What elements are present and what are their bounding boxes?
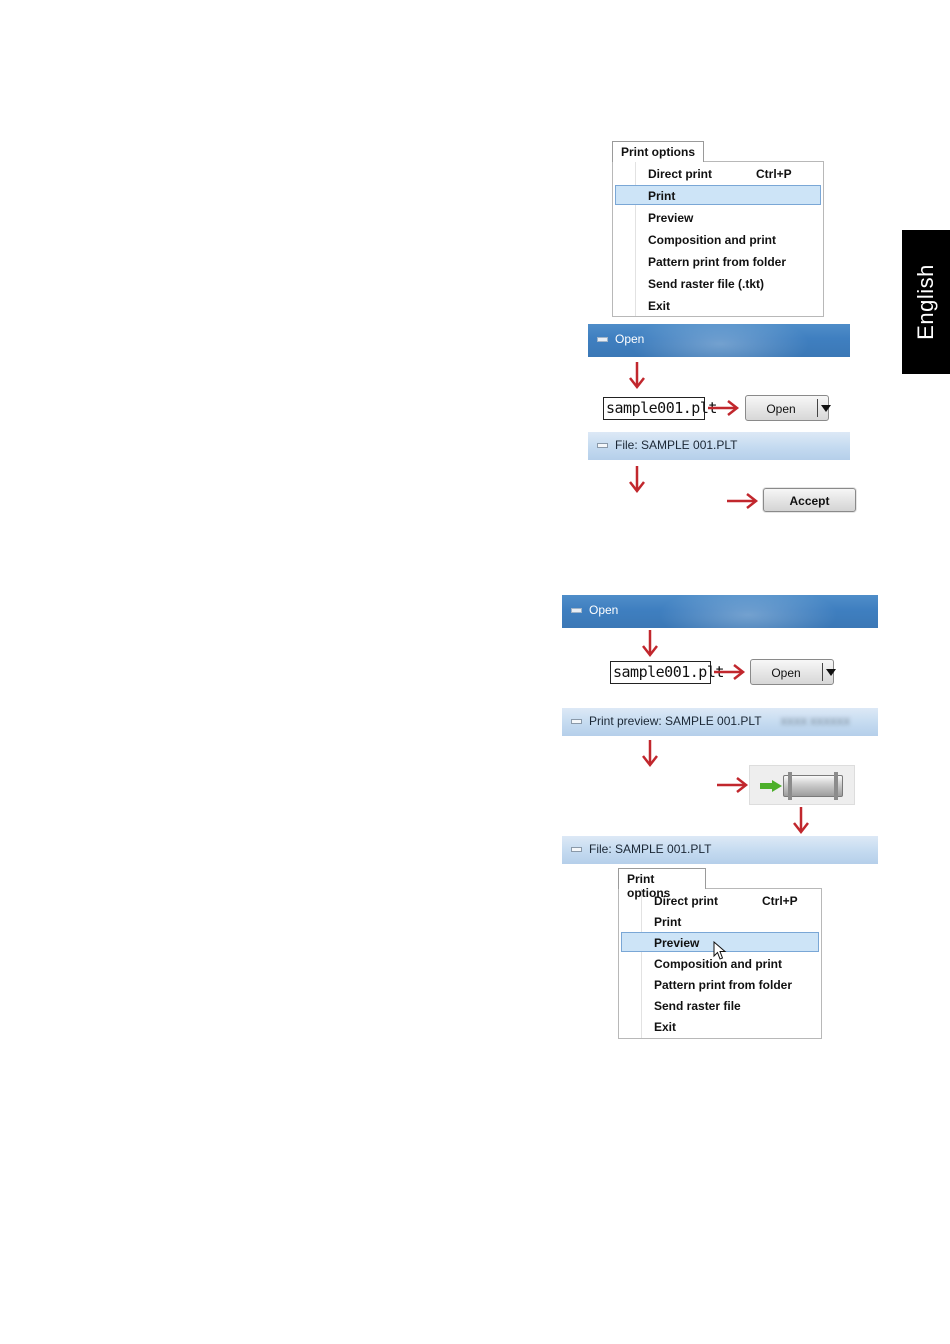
menu-item-send-raster-file[interactable]: Send raster file xyxy=(621,995,819,1015)
print-options-tab-label: Print options xyxy=(621,145,695,159)
menu-item-exit[interactable]: Exit xyxy=(615,295,821,315)
menu-item-label: Preview xyxy=(648,211,694,225)
menu-item-preview[interactable]: Preview xyxy=(615,207,821,227)
red-arrow-icon xyxy=(642,740,658,768)
filename-value: sample001.plt xyxy=(613,663,724,681)
print-options-menu: Direct print Ctrl+P Print Preview Compos… xyxy=(618,888,822,1039)
menu-item-label: Print xyxy=(648,189,676,203)
red-arrow-icon xyxy=(629,466,645,494)
pointer-cursor-icon xyxy=(713,941,727,960)
file-window-titlebar: File: SAMPLE 001.PLT xyxy=(588,432,850,460)
menu-item-print[interactable]: Print xyxy=(621,911,819,931)
window-menu-icon[interactable] xyxy=(571,608,582,613)
open-button-label: Open xyxy=(771,666,801,680)
menu-item-shortcut: Ctrl+P xyxy=(762,894,798,908)
open-dialog-title: Open xyxy=(589,603,619,617)
menu-item-label: Composition and print xyxy=(654,957,782,971)
open-button[interactable]: Open xyxy=(750,659,836,685)
red-arrow-icon xyxy=(714,664,746,680)
menu-item-label: Print xyxy=(654,915,682,929)
window-menu-icon[interactable] xyxy=(597,337,608,342)
red-arrow-icon xyxy=(708,400,740,416)
red-arrow-icon xyxy=(793,807,809,835)
red-arrow-icon xyxy=(717,777,749,793)
green-arrow-icon xyxy=(760,780,782,792)
titlebar-glow xyxy=(630,324,810,357)
menu-item-composition-and-print[interactable]: Composition and print xyxy=(615,229,821,249)
menu-item-label: Pattern print from folder xyxy=(654,978,793,992)
file-window-title: File: SAMPLE 001.PLT xyxy=(615,438,738,452)
print-preview-title: Print preview: SAMPLE 001.PLT xyxy=(589,714,762,728)
filename-value: sample001.plt xyxy=(606,399,717,417)
menu-item-label: Preview xyxy=(654,936,700,950)
menu-item-composition-and-print[interactable]: Composition and print xyxy=(621,953,819,973)
menu-item-print[interactable]: Print xyxy=(615,185,821,205)
filename-field[interactable]: sample001.plt xyxy=(603,397,717,420)
menu-item-direct-print[interactable]: Direct print Ctrl+P xyxy=(621,890,819,910)
print-options-tab-label: Print options xyxy=(627,872,671,900)
red-arrow-icon xyxy=(629,362,645,390)
menu-item-label: Pattern print from folder xyxy=(648,255,787,269)
open-button[interactable]: Open xyxy=(745,395,831,421)
open-button-label: Open xyxy=(766,402,796,416)
menu-item-label: Send raster file xyxy=(654,999,741,1013)
menu-item-pattern-print-from-folder[interactable]: Pattern print from folder xyxy=(621,974,819,994)
menu-item-label: Exit xyxy=(654,1020,677,1034)
file-window-title: File: SAMPLE 001.PLT xyxy=(589,842,712,856)
split-divider xyxy=(817,399,818,417)
open-dialog-title: Open xyxy=(615,332,645,346)
plotter-print-button[interactable] xyxy=(749,765,855,805)
menu-item-label: Composition and print xyxy=(648,233,776,247)
titlebar-glow xyxy=(658,595,838,628)
menu-item-direct-print[interactable]: Direct print Ctrl+P xyxy=(615,163,821,183)
open-dialog-titlebar: Open xyxy=(588,324,850,357)
menu-item-shortcut: Ctrl+P xyxy=(756,167,792,181)
print-options-tab[interactable]: Print options xyxy=(612,141,704,162)
filename-field[interactable]: sample001.plt xyxy=(610,661,724,684)
language-label: English xyxy=(913,264,938,340)
accept-button-label: Accept xyxy=(789,494,830,508)
red-arrow-icon xyxy=(642,630,658,658)
print-options-menu: Direct print Ctrl+P Print Preview Compos… xyxy=(612,161,824,317)
menu-item-label: Direct print xyxy=(654,894,719,908)
window-menu-icon[interactable] xyxy=(571,847,582,852)
print-preview-titlebar: Print preview: SAMPLE 001.PLT XXXX XXXXX… xyxy=(562,708,878,736)
menu-item-exit[interactable]: Exit xyxy=(621,1016,819,1036)
menu-gutter xyxy=(641,889,642,1038)
split-divider xyxy=(822,663,823,681)
menu-gutter xyxy=(635,162,636,316)
file-window-titlebar: File: SAMPLE 001.PLT xyxy=(562,836,878,864)
language-tab: English xyxy=(902,230,950,374)
menu-item-label: Send raster file (.tkt) xyxy=(648,277,765,291)
open-dialog-titlebar: Open xyxy=(562,595,878,628)
menu-item-pattern-print-from-folder[interactable]: Pattern print from folder xyxy=(615,251,821,271)
menu-item-label: Direct print xyxy=(648,167,713,181)
plotter-print-icon xyxy=(783,772,843,800)
print-options-tab[interactable]: Print options xyxy=(618,868,706,900)
menu-item-send-raster-file[interactable]: Send raster file (.tkt) xyxy=(615,273,821,293)
window-menu-icon[interactable] xyxy=(597,443,608,448)
red-arrow-icon xyxy=(727,493,759,509)
menu-item-label: Exit xyxy=(648,299,671,313)
window-menu-icon[interactable] xyxy=(571,719,582,724)
accept-button[interactable]: Accept xyxy=(763,488,856,512)
blurred-title-text: XXXX XXXXXX xyxy=(780,717,850,728)
dropdown-arrow-icon[interactable] xyxy=(826,669,836,676)
dropdown-arrow-icon[interactable] xyxy=(821,405,831,412)
